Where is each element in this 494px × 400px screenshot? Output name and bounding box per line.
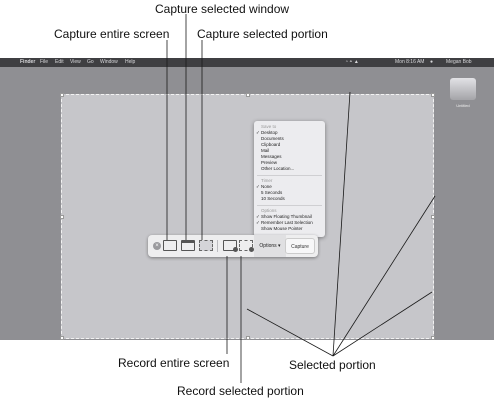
- close-icon[interactable]: ×: [153, 242, 161, 250]
- options-button[interactable]: Options ▾: [254, 235, 286, 257]
- desktop: Finder File Edit View Go Window Help ◔ ◓…: [0, 58, 494, 340]
- menu-divider: [257, 205, 322, 206]
- menu-item-timer-none[interactable]: None: [261, 184, 272, 189]
- line-selected-right: [332, 195, 436, 357]
- line-selected-top: [332, 91, 351, 357]
- menu-header-save: Save to: [261, 124, 277, 129]
- menu-edit[interactable]: Edit: [55, 59, 64, 65]
- menu-item-floating-thumbnail[interactable]: Show Floating Thumbnail: [261, 214, 312, 219]
- callout-capture-portion: Capture selected portion: [197, 27, 328, 41]
- menu-item-remember-selection[interactable]: Remember Last Selection: [261, 220, 313, 225]
- check-icon: ✓: [256, 220, 260, 225]
- menu-divider: [257, 175, 322, 176]
- selection-handle-bottom-right[interactable]: [431, 336, 435, 340]
- screenshot-toolbar: × Options ▾ Capture: [148, 235, 318, 257]
- menubar-clock[interactable]: Mon 8:16 AM: [395, 59, 425, 65]
- capture-entire-screen-button[interactable]: [163, 240, 177, 251]
- menu-item-preview[interactable]: Preview: [261, 160, 278, 165]
- record-icon: [249, 247, 254, 252]
- selection-handle-bottom-left[interactable]: [60, 336, 64, 340]
- line-selected-bottom: [246, 308, 334, 357]
- toolbar-divider: [217, 240, 218, 252]
- menu-bar: Finder File Edit View Go Window Help ◔ ◓…: [0, 58, 494, 67]
- record-selected-portion-button[interactable]: [239, 240, 254, 252]
- menu-help[interactable]: Help: [125, 59, 136, 65]
- capture-selected-portion-button[interactable]: [199, 240, 213, 251]
- selection-handle-top[interactable]: [246, 93, 250, 97]
- search-icon[interactable]: ●: [430, 59, 434, 65]
- menu-item-timer-5[interactable]: 5 Seconds: [261, 190, 283, 195]
- record-entire-screen-button[interactable]: [223, 240, 238, 252]
- callout-selected-portion: Selected portion: [289, 358, 376, 372]
- menu-item-messages[interactable]: Messages: [261, 154, 282, 159]
- options-menu: Save to ✓ Desktop Documents Clipboard Ma…: [254, 121, 325, 237]
- menubar-user[interactable]: Megan Bob: [446, 59, 472, 65]
- check-icon: ✓: [256, 130, 260, 135]
- wifi-icon[interactable]: ◔ ◓ ▲: [345, 59, 359, 65]
- callout-record-portion: Record selected portion: [177, 384, 304, 398]
- capture-button[interactable]: Capture: [285, 238, 315, 254]
- menu-item-mail[interactable]: Mail: [261, 148, 270, 153]
- check-icon: ✓: [256, 214, 260, 219]
- line-selected-bottom-right: [332, 291, 433, 357]
- selection-handle-bottom[interactable]: [246, 336, 250, 340]
- capture-selected-window-button[interactable]: [181, 240, 195, 251]
- selected-portion[interactable]: [60, 93, 435, 340]
- menu-header-options: Options: [261, 208, 277, 213]
- selection-handle-right[interactable]: [431, 215, 435, 219]
- menu-header-timer: Timer: [261, 178, 273, 183]
- drive-label: Untitled: [456, 103, 470, 108]
- selection-handle-top-left[interactable]: [60, 93, 64, 97]
- menu-window[interactable]: Window: [100, 59, 118, 65]
- selection-handle-top-right[interactable]: [431, 93, 435, 97]
- menu-item-clipboard[interactable]: Clipboard: [261, 142, 281, 147]
- callout-capture-screen: Capture entire screen: [54, 27, 170, 41]
- callout-record-screen: Record entire screen: [118, 356, 230, 370]
- menu-item-other-location[interactable]: Other Location...: [261, 166, 295, 171]
- drive-icon[interactable]: [450, 78, 476, 100]
- menu-go[interactable]: Go: [87, 59, 94, 65]
- record-icon: [233, 247, 238, 252]
- menu-item-timer-10[interactable]: 10 Seconds: [261, 196, 285, 201]
- menu-item-documents[interactable]: Documents: [261, 136, 284, 141]
- menu-item-mouse-pointer[interactable]: Show Mouse Pointer: [261, 226, 303, 231]
- menu-file[interactable]: File: [40, 59, 49, 65]
- selection-handle-left[interactable]: [60, 215, 64, 219]
- menu-item-desktop[interactable]: Desktop: [261, 130, 278, 135]
- callout-capture-window: Capture selected window: [155, 2, 290, 16]
- menu-finder[interactable]: Finder: [20, 59, 36, 65]
- menu-view[interactable]: View: [70, 59, 81, 65]
- check-icon: ✓: [256, 184, 260, 189]
